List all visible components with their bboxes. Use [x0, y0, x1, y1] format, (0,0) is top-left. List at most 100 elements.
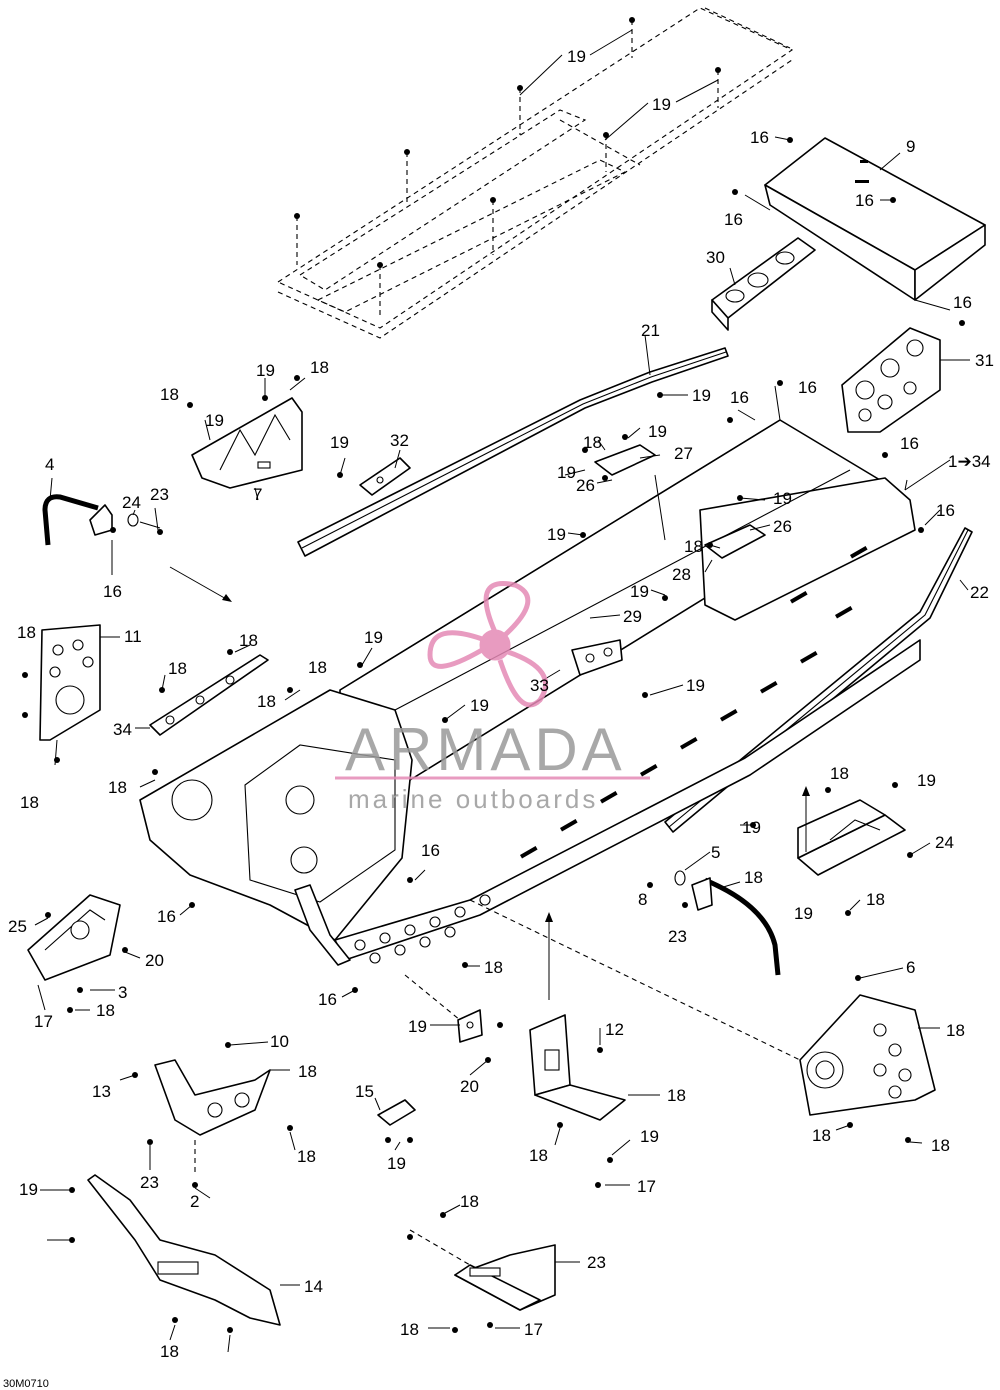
callout-label: 19 [470, 696, 489, 715]
callout-label: 18 [257, 692, 276, 711]
callout-label: 16 [421, 841, 440, 860]
callout-label: 25 [8, 917, 27, 936]
callout-label: 18 [310, 358, 329, 377]
callout-label: 27 [674, 444, 693, 463]
callout-label: 18 [297, 1147, 316, 1166]
callout-label: 19 [364, 628, 383, 647]
callout-label: 19 [917, 771, 936, 790]
callout-label: 17 [34, 1012, 53, 1031]
callout-label: 16 [953, 293, 972, 312]
part-11-plate [39, 624, 101, 741]
callout-label: 3 [118, 983, 127, 1002]
callout-label: 19 [547, 525, 566, 544]
callout-label: 19 [19, 1180, 38, 1199]
callout-label: 19 [557, 463, 576, 482]
callout-label: 18 [298, 1062, 317, 1081]
callout-label: 19 [686, 676, 705, 695]
callout-label: 20 [460, 1077, 479, 1096]
callout-label: 19 [387, 1154, 406, 1173]
floor-slots [520, 546, 868, 859]
callout-label: 19 [567, 47, 586, 66]
callout-label: 18 [400, 1320, 419, 1339]
callout-label: 19 [408, 1017, 427, 1036]
callout-label: 12 [605, 1020, 624, 1039]
callout-label: 22 [970, 583, 989, 602]
callout-label: 10 [270, 1032, 289, 1051]
armada-watermark: ARMADA marine outboards [335, 581, 650, 814]
callout-label: 16 [855, 191, 874, 210]
callout-label: 18 [20, 793, 39, 812]
callout-label: 19 [648, 422, 667, 441]
callout-label: 18 [946, 1021, 965, 1040]
top-plate-bolt-lines [296, 20, 719, 315]
callout-label: 14 [304, 1277, 323, 1296]
part-3-bracket [27, 894, 121, 981]
seat-base-plate-dashed [276, 7, 794, 339]
callout-label: 5 [711, 843, 720, 862]
part-34-rail-plate [149, 654, 269, 736]
callout-label: 16 [798, 378, 817, 397]
callout-label: 1➔34 [948, 452, 991, 471]
callout-label: 15 [355, 1082, 374, 1101]
part-32-bracket [359, 457, 411, 496]
callout-label: 21 [641, 321, 660, 340]
callout-label: 16 [724, 210, 743, 229]
callout-label: 18 [484, 958, 503, 977]
callout-labels: 19 19 16 9 16 16 30 16 21 31 18 19 18 19… [8, 47, 994, 1361]
callout-label: 31 [975, 351, 994, 370]
part-7-bracket [191, 397, 303, 489]
main-tunnel-frame [139, 419, 921, 966]
callout-label: 23 [140, 1173, 159, 1192]
callout-label: 19 [256, 361, 275, 380]
part-6-plate [457, 1009, 483, 1043]
callout-label: 18 [96, 1001, 115, 1020]
document-code: 30M0710 [3, 1378, 49, 1390]
part-31-plate [841, 327, 941, 433]
part-28-bracket [704, 524, 766, 559]
part-27-bracket [594, 444, 656, 476]
callout-label: 16 [936, 501, 955, 520]
part-12-plate [799, 994, 936, 1116]
callout-label: 18 [830, 764, 849, 783]
washer-bolt-24-23 [127, 513, 161, 529]
callout-label: 9 [906, 137, 915, 156]
callout-label: 18 [583, 433, 602, 452]
part-15-bracket [529, 1014, 626, 1121]
callout-label: 23 [150, 485, 169, 504]
callout-label: 18 [168, 659, 187, 678]
callout-label: 18 [744, 868, 763, 887]
callout-label: 19 [692, 386, 711, 405]
fasteners [22, 17, 965, 1333]
callout-label: 19 [742, 818, 761, 837]
leader-lines [34, 29, 970, 1353]
callout-label: 18 [667, 1086, 686, 1105]
callout-label: 24 [122, 493, 141, 512]
callout-label: 30 [706, 248, 725, 267]
part-13-bracket [377, 1099, 416, 1126]
callout-label: 28 [672, 565, 691, 584]
part-30-bracket [711, 237, 816, 331]
part-14-bracket [454, 1244, 556, 1311]
watermark-tagline: marine outboards [348, 784, 598, 814]
callout-label: 18 [160, 1342, 179, 1361]
callout-label: 18 [239, 631, 258, 650]
part-8-bracket [797, 799, 906, 876]
callout-label: 18 [17, 623, 36, 642]
callout-label: 32 [390, 431, 409, 450]
callout-label: 17 [524, 1320, 543, 1339]
callout-label: 13 [92, 1082, 111, 1101]
callout-label: 16 [103, 582, 122, 601]
callout-label: 29 [623, 607, 642, 626]
callout-label: 19 [652, 95, 671, 114]
callout-label: 16 [730, 388, 749, 407]
callout-label: 16 [157, 907, 176, 926]
callout-label: 6 [906, 958, 915, 977]
floor-holes [354, 894, 491, 964]
callout-label: 26 [576, 476, 595, 495]
callout-label: 18 [160, 385, 179, 404]
callout-label: 26 [773, 517, 792, 536]
part-21-slide-rail [297, 347, 729, 557]
callout-label: 4 [45, 455, 54, 474]
part-9-rear-bracket [764, 137, 986, 301]
callout-label: 19 [205, 411, 224, 430]
